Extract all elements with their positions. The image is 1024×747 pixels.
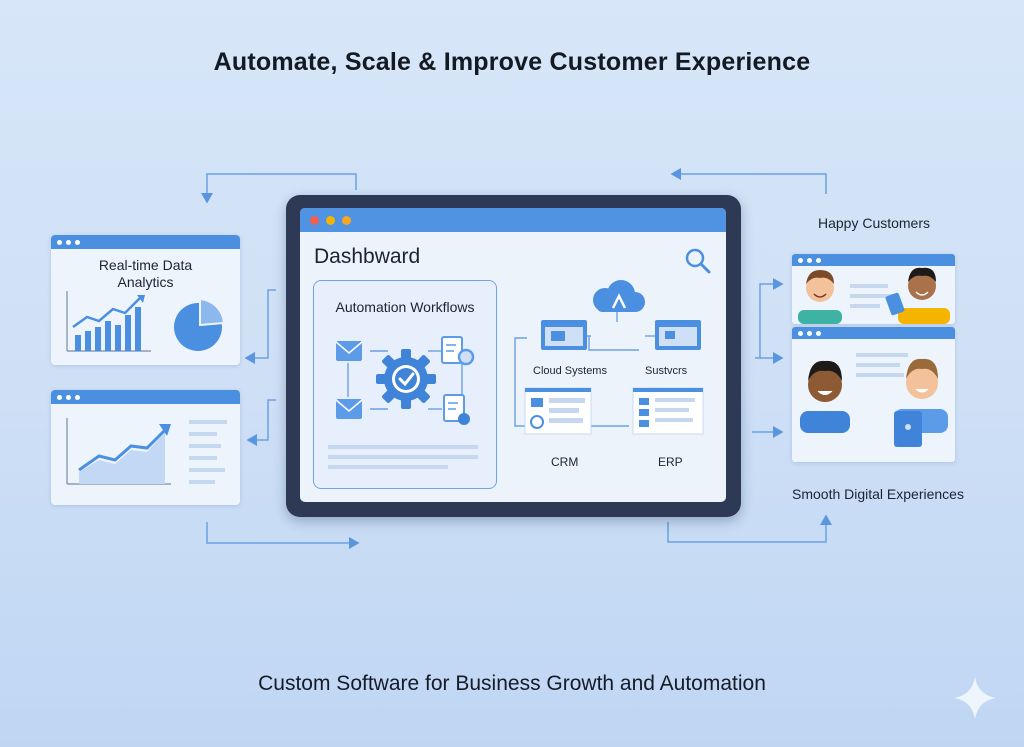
workflows-label: Automation Workflows xyxy=(335,299,475,315)
customer-card-top xyxy=(792,254,955,324)
document-icon xyxy=(443,394,470,425)
customer-card-bottom xyxy=(792,327,955,462)
mail-icon xyxy=(335,341,363,361)
window-close-dot[interactable] xyxy=(310,215,319,225)
workflow-diagram xyxy=(328,336,478,469)
monitor-icon xyxy=(541,320,587,350)
window-minimize-dot[interactable] xyxy=(326,215,335,225)
smooth-experience-illustration xyxy=(800,353,948,447)
line-chart-icon xyxy=(66,418,227,485)
crm-icon xyxy=(524,387,592,435)
sustvcrs-label: Sustvcrs xyxy=(645,365,688,377)
page-title: Automate, Scale & Improve Customer Exper… xyxy=(213,48,811,76)
dashboard-screen: Dashbward Automation Workflows xyxy=(300,208,726,502)
mail-icon xyxy=(335,399,363,419)
footer-caption: Custom Software for Business Growth and … xyxy=(258,672,766,695)
bar-chart-icon xyxy=(66,291,226,352)
dashboard-title: Dashbward xyxy=(314,245,421,268)
window-maximize-dot[interactable] xyxy=(342,215,351,225)
gear-check-icon xyxy=(376,349,436,409)
happy-customers-label: Happy Customers xyxy=(817,215,931,231)
server-icon xyxy=(655,320,701,350)
window-titlebar xyxy=(300,208,726,232)
dashboard-device: Dashbward Automation Workflows xyxy=(286,195,741,517)
analytics-card: Real-time Data Analytics xyxy=(51,235,240,365)
trend-card xyxy=(51,390,240,505)
document-search-icon xyxy=(441,336,475,366)
erp-icon xyxy=(632,387,704,435)
crm-label: CRM xyxy=(551,455,579,469)
sparkle-icon xyxy=(954,677,996,719)
analytics-label: Real-time Data Analytics xyxy=(98,257,193,290)
card-titlebar xyxy=(792,327,955,339)
cloud-systems-label: Cloud Systems xyxy=(533,365,607,377)
systems-diagram xyxy=(514,280,704,435)
card-titlebar xyxy=(792,254,955,266)
search-icon[interactable] xyxy=(683,246,713,276)
cloud-icon xyxy=(593,280,645,312)
smooth-experiences-label: Smooth Digital Experiences xyxy=(792,486,964,502)
automation-workflows-panel: Automation Workflows xyxy=(313,280,497,489)
happy-customers-illustration xyxy=(798,267,950,324)
card-titlebar xyxy=(51,390,240,404)
card-titlebar xyxy=(51,235,240,249)
erp-label: ERP xyxy=(658,455,683,469)
